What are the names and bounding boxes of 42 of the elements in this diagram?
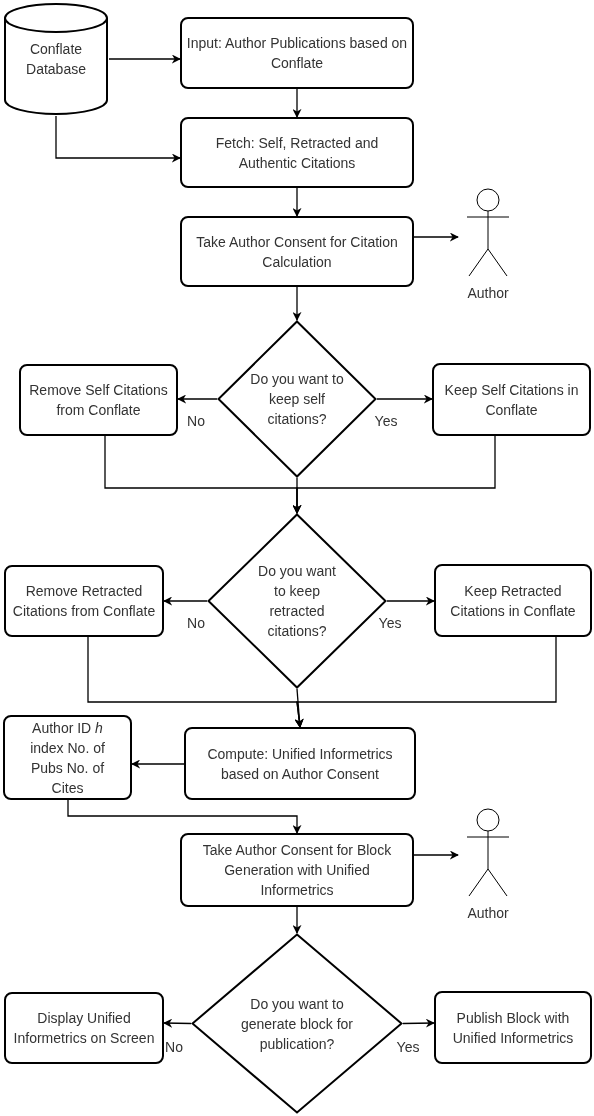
arrow	[292, 286, 302, 321]
decision-text: Do you want to generate block for publication?	[239, 994, 355, 1054]
actor-label: Author	[466, 284, 510, 302]
arrow	[292, 187, 302, 217]
process-box: Display Unified Informetrics on Screen	[4, 992, 164, 1064]
arrow	[402, 1018, 435, 1028]
arrow	[413, 850, 459, 860]
arrow	[177, 394, 218, 404]
arrow	[292, 88, 302, 118]
arrow	[294, 636, 557, 728]
arrow	[67, 799, 302, 834]
process-box: Remove Self Citations from Conflate	[19, 364, 178, 436]
process-box: Author ID h index No. of Pubs No. of Cites	[3, 715, 132, 800]
actor-label: Author	[466, 904, 510, 922]
arrow	[413, 232, 459, 242]
edge-label: Yes	[378, 614, 402, 632]
process-box: Fetch: Self, Retracted and Authentic Citations	[180, 117, 414, 188]
edge-label: No	[187, 614, 205, 632]
process-box: Remove Retracted Citations from Conflate	[4, 565, 164, 637]
arrow	[55, 115, 181, 163]
edge-label: Yes	[374, 412, 398, 430]
process-box: Take Author Consent for Citation Calculation	[180, 216, 414, 287]
process-box: Publish Block with Unified Informetrics	[434, 991, 592, 1064]
arrow	[108, 54, 181, 64]
database-label: Conflate Database	[25, 40, 87, 79]
arrow	[131, 759, 185, 769]
arrow	[292, 906, 302, 934]
arrow	[292, 435, 496, 514]
process-box: Keep Self Citations in Conflate	[432, 363, 591, 436]
arrow	[163, 1018, 192, 1028]
arrow	[376, 394, 433, 404]
arrow	[386, 596, 435, 606]
arrow	[163, 596, 208, 606]
decision-text: Do you want to keep retracted citations?	[257, 562, 337, 641]
decision-text: Do you want to keep self citations?	[249, 370, 345, 429]
edge-label: No	[187, 412, 205, 430]
process-box: Keep Retracted Citations in Conflate	[434, 564, 592, 637]
process-box: Compute: Unified Informetrics based on Author Consent	[184, 727, 416, 800]
edge-label: No	[165, 1038, 183, 1056]
process-box: Take Author Consent for Block Generation with Unified Informetrics	[180, 833, 414, 907]
edge-label: Yes	[396, 1038, 420, 1056]
process-box: Input: Author Publications based on Conflate	[180, 17, 414, 89]
